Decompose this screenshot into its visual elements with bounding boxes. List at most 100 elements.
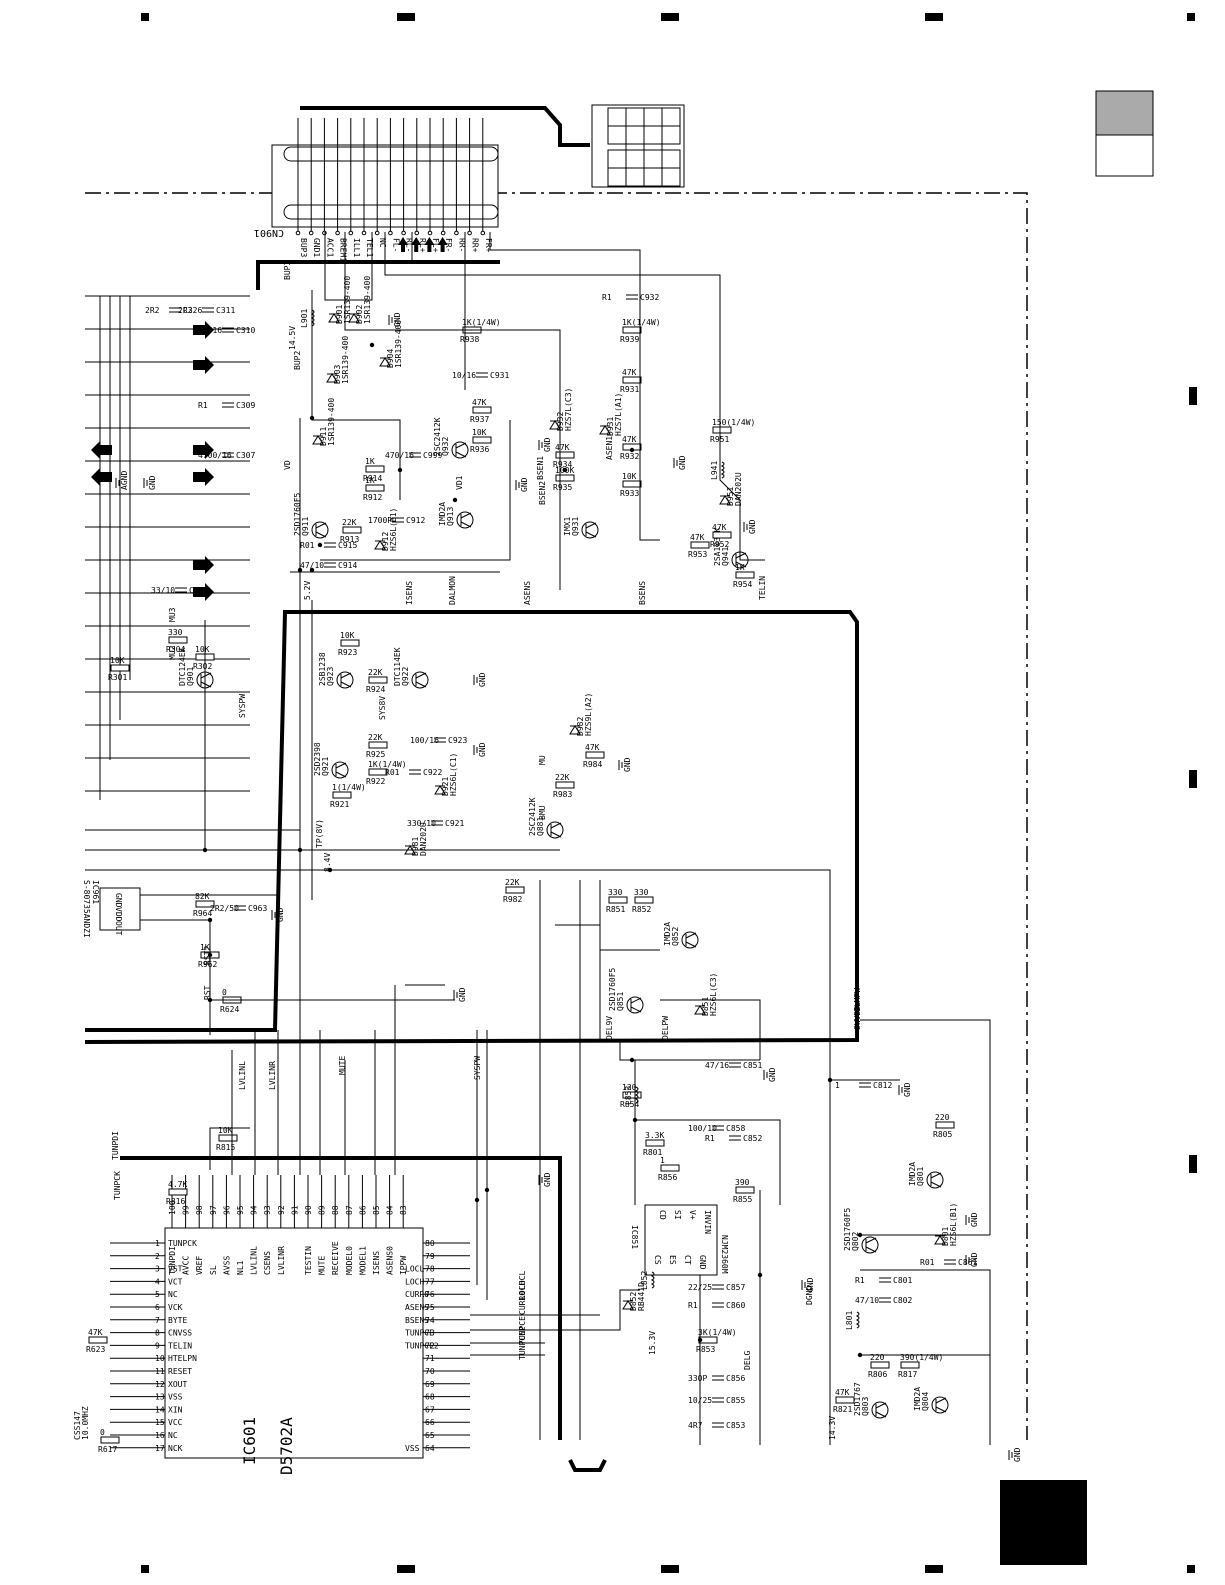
net-label-5-2v: 5.2V: [303, 581, 312, 600]
resistor-ref: R922: [366, 777, 385, 786]
ic601-pin-12: 12: [155, 1380, 165, 1389]
net-label-14-3v: 14.3V: [828, 1416, 837, 1440]
capacitor-value: 1: [835, 1081, 840, 1090]
resistor-r983: R983 22K: [553, 773, 575, 799]
capacitor-ref: C999: [423, 451, 442, 460]
ic601-pin-79: 79: [425, 1252, 435, 1261]
ic601-pin-name: LOCH: [405, 1277, 424, 1286]
capacitor-value: 100/10: [688, 1124, 717, 1133]
net-label-bsen1: BSEN1: [536, 456, 545, 480]
net-label-asens: ASENS: [523, 581, 532, 605]
transistor-ref: Q881: [536, 817, 545, 836]
transistor-ref: Q932: [441, 437, 450, 456]
connector-pin-gnd1: GND1: [312, 238, 321, 257]
diode-part: HZS6L(C3): [709, 973, 718, 1016]
resistor-ref: R934: [553, 460, 572, 469]
ic601-pin-name: AVCC: [182, 1256, 191, 1275]
capacitor-ref: C860: [726, 1301, 745, 1310]
resistor-value: 10K: [218, 1126, 233, 1135]
ground-icon: GND: [618, 757, 632, 772]
signal-arrow-icon: [193, 441, 214, 459]
ground-icon: GND: [143, 475, 157, 490]
connector-pin-fl+: FL+: [431, 238, 440, 253]
net-label-lvlinr: LVLINR: [268, 1061, 277, 1090]
capacitor-ref: C856: [726, 1374, 745, 1383]
capacitor-ref: C851: [743, 1061, 762, 1070]
resistor-ref: R931: [620, 385, 639, 394]
ic601-pin-name: CURR0: [405, 1290, 429, 1299]
capacitor-ref: C307: [236, 451, 255, 460]
net-label-mu: MU: [538, 755, 547, 765]
capacitor-ref: C326: [183, 306, 202, 315]
ground-icon: GND: [538, 1172, 552, 1187]
svg-text:NJM2360M: NJM2360M: [720, 1235, 729, 1274]
ic601-pin-name: NCK: [168, 1444, 183, 1453]
ic601-pin-name: XIN: [168, 1405, 183, 1414]
transistor-part: 2SD1760F5: [843, 1207, 852, 1251]
net-label-swvdd: SWVDD: [853, 1006, 862, 1030]
capacitor-value: 2R2: [178, 306, 193, 315]
resistor-value: 0: [100, 1428, 105, 1437]
net-label-bsen2: BSEN2: [538, 481, 547, 505]
resistor-ref: R939: [620, 335, 639, 344]
transistor-part: IMX1: [563, 517, 572, 536]
resistor-ref: R921: [330, 800, 349, 809]
ic601-pin-name: ASENS0: [386, 1246, 395, 1275]
resistor-value: 22K: [342, 518, 357, 527]
transistor-ref: Q921: [321, 757, 330, 776]
ic601-pin-name: VSS: [405, 1444, 420, 1453]
resistor-ref: R937: [470, 415, 489, 424]
speaker-arrow-icon: [398, 237, 408, 252]
resistor-value: 10K: [195, 645, 210, 654]
ic601-pin-83: 83: [399, 1205, 408, 1215]
ic601-pin-name: NC: [168, 1431, 178, 1440]
ic601-pin-name: RECEIVE: [331, 1241, 340, 1275]
resistor-ref: R982: [503, 895, 522, 904]
resistor-value: 22K: [555, 773, 570, 782]
ground-label: GND: [458, 987, 467, 1002]
capacitor-ref: C922: [423, 768, 442, 777]
resistor-ref: R852: [632, 905, 651, 914]
net-label-15-3v: 15.3V: [648, 1331, 657, 1355]
ground-label: GND: [970, 1252, 979, 1267]
junction-dot: [629, 447, 635, 453]
svg-text:V+: V+: [688, 1210, 697, 1220]
diode-ref: D981: [411, 837, 420, 856]
ground-label: GND: [806, 1277, 815, 1292]
ic601-pin-name: CNVSS: [168, 1329, 192, 1338]
resistor-ref: R983: [553, 790, 572, 799]
connector-pin-fl-: FL-: [391, 238, 400, 252]
junction-dot: [857, 1352, 863, 1358]
ic601-pin-78: 78: [425, 1265, 435, 1274]
ground-label: AGND: [120, 471, 129, 490]
transistor-ref: Q931: [571, 517, 580, 536]
crystal-freq: 10.0MHZ: [81, 1406, 90, 1440]
capacitor-value: 1700P: [368, 516, 392, 525]
resistor-value: 3.3K: [645, 1131, 664, 1140]
net-label-isens: ISENS: [405, 581, 414, 605]
ic601-pin-94: 94: [250, 1205, 259, 1215]
resistor-value: 47K: [622, 435, 637, 444]
ic601-ref: IC601: [240, 1417, 259, 1465]
wire: [660, 999, 761, 1060]
